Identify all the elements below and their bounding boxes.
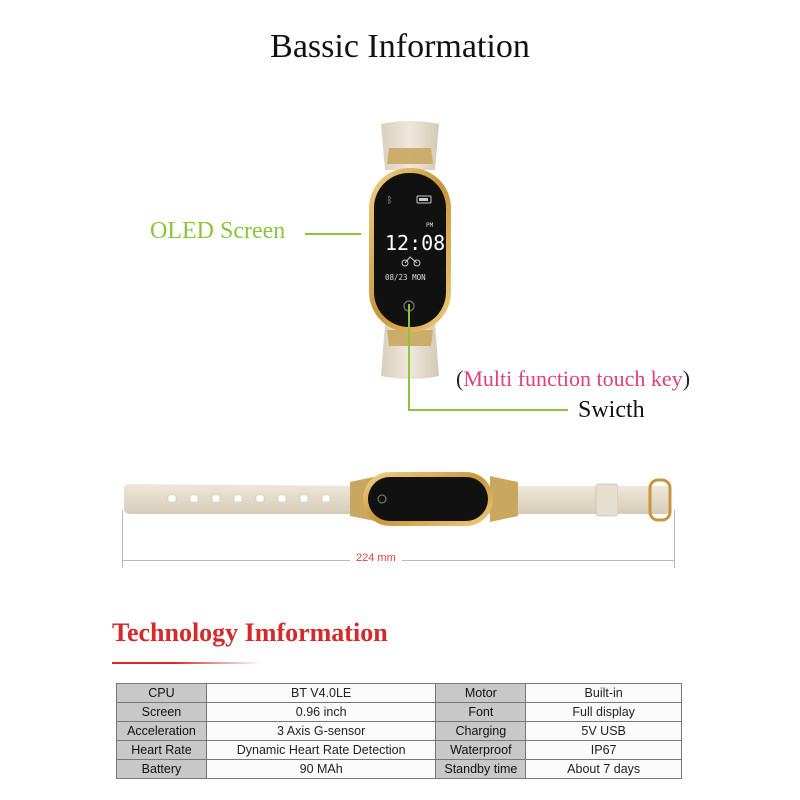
watch-band-top [381,121,439,170]
spec-label: Motor [435,683,527,703]
watch-band-bottom [381,324,439,379]
spec-label: Waterproof [435,740,527,760]
spec-label: Battery [116,759,207,779]
touch-key-callout-line-vertical [408,304,410,410]
band-buckle [648,478,672,522]
dimension-tick-right [674,510,675,568]
paren-open: ( [456,366,464,391]
switch-label: Swicth [578,397,645,423]
spec-value: BT V4.0LE [205,683,437,703]
watch-display-bezel [374,173,446,327]
spec-label: CPU [116,683,207,703]
table-row: Heart Rate Dynamic Heart Rate Detection … [116,740,682,760]
spec-value: 5V USB [525,721,682,741]
spec-table: CPU BT V4.0LE Motor Built-in Screen 0.96… [116,683,682,779]
tech-info-underline [112,662,262,664]
band-left-strap [124,484,368,514]
band-right-strap [486,486,618,514]
spec-label: Screen [116,702,207,722]
spec-value: About 7 days [525,759,682,779]
spec-value: Built-in [525,683,682,703]
spec-label: Acceleration [116,721,207,741]
band-loop [595,483,619,517]
touch-key-callout-line-horizontal [408,409,568,411]
watch-time: 12:08 [385,231,445,255]
spec-label: Charging [435,721,527,741]
spec-value: 3 Axis G-sensor [205,721,437,741]
band-holes [167,494,331,503]
tech-info-title: Technology Imformation [112,618,388,647]
touch-key-label: (Multi function touch key) [456,366,690,392]
table-row: Screen 0.96 inch Font Full display [116,702,682,722]
watch-band-image [124,472,672,526]
spec-label: Heart Rate [116,740,207,760]
spec-value: IP67 [525,740,682,760]
battery-icon [416,195,432,204]
band-display [368,477,488,521]
paren-close: ) [682,366,691,391]
spec-value: 0.96 inch [205,702,437,722]
bluetooth-icon: ᛒ [387,195,392,206]
table-row: Battery 90 MAh Standby time About 7 days [116,759,682,779]
table-row: Acceleration 3 Axis G-sensor Charging 5V… [116,721,682,741]
dimension-tick-left [122,510,123,568]
touch-key-text: Multi function touch key [463,366,683,391]
table-row: CPU BT V4.0LE Motor Built-in [116,683,682,703]
page-title: Bassic Information [270,28,530,65]
svg-text:ᛒ: ᛒ [387,195,392,206]
band-touch-key-icon[interactable] [377,494,387,504]
band-connector-right [490,476,518,522]
spec-label: Font [435,702,527,722]
spec-value: Dynamic Heart Rate Detection [205,740,437,760]
watch-date: 08/23 MON [385,273,426,282]
dimension-label: 224 mm [350,552,402,564]
spec-value: 90 MAh [205,759,437,779]
spec-label: Standby time [435,759,527,779]
oled-callout-line [305,233,361,235]
watch-front-image: ᛒ PM 12:08 08/23 MON [369,121,451,379]
cycling-icon [401,256,421,267]
watch-ampm: PM [426,222,434,229]
spec-value: Full display [525,702,682,722]
oled-screen-label: OLED Screen [150,218,286,244]
